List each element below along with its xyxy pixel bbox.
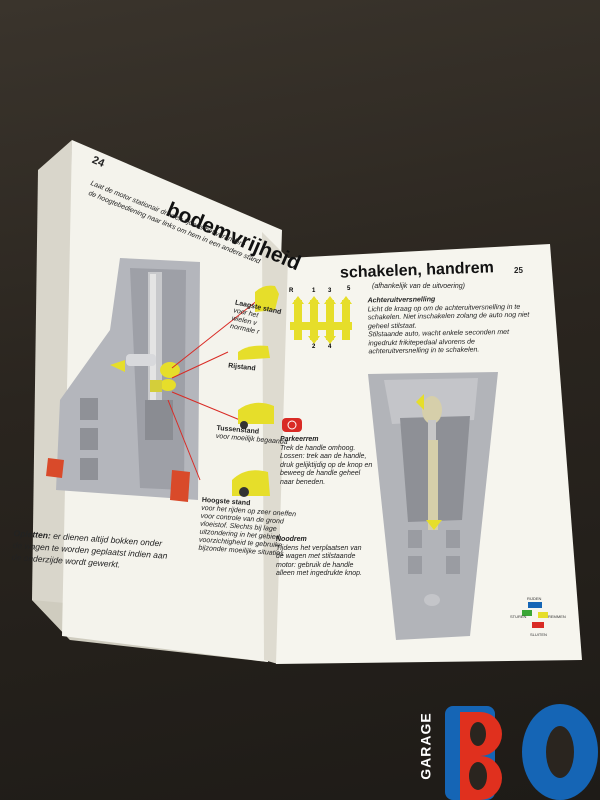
page-stack-left xyxy=(32,140,72,640)
console-slot-2 xyxy=(80,428,98,450)
garage-bo-logo xyxy=(445,704,598,800)
noodrem-block: Noodrem Tijdens het verplaatsen van de w… xyxy=(276,536,362,579)
wheel-icon xyxy=(240,421,248,429)
yellow-arrow-icon xyxy=(416,394,424,410)
handbrake-lever xyxy=(428,440,438,530)
parkeerrem-title: Parkeerrem xyxy=(280,436,319,443)
console-slot xyxy=(446,530,460,548)
legend-label-sluiten: SLUITEN xyxy=(530,632,547,637)
console-button xyxy=(424,594,440,606)
achteruit-line: geheel stilstaat. xyxy=(367,322,417,330)
parkeerrem-line: druk gelijktijdig op de knop en xyxy=(280,461,373,469)
noodrem-line: Tijdens het verplaatsen van xyxy=(276,544,362,552)
gear-knob xyxy=(422,396,442,424)
console-slot xyxy=(408,556,422,574)
connector-line-laagste xyxy=(171,299,259,369)
left-red-lamp xyxy=(46,458,64,478)
right-red-lamp xyxy=(170,470,190,502)
gear-label-3: 3 xyxy=(328,288,332,294)
parkeerrem-line: Trek de handle omhoog. xyxy=(280,444,356,452)
spine-shadow xyxy=(262,232,292,664)
height-lever-highlight xyxy=(150,274,156,420)
noodrem-line: de wagen met stilstaande xyxy=(276,553,356,560)
gear-shift-diagram xyxy=(290,296,352,344)
gear-label-4: 4 xyxy=(328,344,332,350)
parking-brake-symbol xyxy=(287,420,297,430)
console-slot xyxy=(446,556,460,574)
yellow-slider xyxy=(150,380,162,392)
gear-label-r: R xyxy=(289,288,294,294)
gear-label-1: 1 xyxy=(312,288,316,294)
noodrem-line: alleen met ingedrukte knop. xyxy=(276,570,362,577)
noodrem-title: Noodrem xyxy=(276,536,307,543)
parkeerrem-line: Lossen: trek aan de handle, xyxy=(280,453,367,460)
achteruit-block: Achteruitversnelling Licht de kraag op o… xyxy=(367,295,530,357)
yellow-arrow-icon xyxy=(110,360,125,372)
right-page-subtitle: (afhankelijk van de uitvoering) xyxy=(372,283,465,290)
parkeerrem-line: beweeg de handle geheel xyxy=(280,470,361,477)
console-slot xyxy=(408,530,422,548)
yellow-arrow-icon xyxy=(426,520,442,530)
lever-knob xyxy=(126,354,156,366)
achteruit-line: achteruitversnelling in te schakelen. xyxy=(368,346,480,356)
garage-brand-word: GARAGE xyxy=(417,712,434,780)
gear-label-2: 2 xyxy=(312,344,316,350)
parkeerrem-block: Parkeerrem Trek de handle omhoog. Lossen… xyxy=(280,436,372,487)
connector-line-tussenstand xyxy=(171,391,241,421)
console-slot-1 xyxy=(80,398,98,420)
connector-line-hoogste xyxy=(167,399,201,481)
achteruit-line: Stilstaande auto, wacht enkele seconden … xyxy=(368,328,510,339)
parkeerrem-line: naar beneden. xyxy=(280,478,326,486)
legend-color-icon xyxy=(522,602,548,628)
car-icon-laagste xyxy=(255,285,279,312)
noodrem-line: motor: gebruik de handle xyxy=(276,561,354,569)
yellow-knob-bottom xyxy=(160,379,176,391)
legend-label-remmen: REMMEN xyxy=(548,614,566,619)
achteruit-line: ingedrukt frikitepedaal alvorens de xyxy=(368,338,475,347)
legend-label-rijden: RIJDEN xyxy=(527,596,542,601)
parking-brake-icon xyxy=(282,418,302,432)
car-icon-tussenstand xyxy=(238,402,274,424)
right-page-number: 25 xyxy=(514,266,523,275)
label-rijstand-title: Rijstand xyxy=(227,362,256,373)
achteruit-line: schakelen. Niet inschakelen zolang de au… xyxy=(367,311,530,322)
warning-title: Opletten: xyxy=(13,527,52,541)
connector-line-rijstand xyxy=(171,351,229,379)
car-icon-rijstand xyxy=(238,345,270,360)
legend-label-sturen: STUREN xyxy=(510,614,527,619)
console-recess xyxy=(145,400,173,440)
console-slot-3 xyxy=(80,458,98,480)
gear-label-5: 5 xyxy=(347,286,351,292)
wheel-icon xyxy=(239,487,249,497)
